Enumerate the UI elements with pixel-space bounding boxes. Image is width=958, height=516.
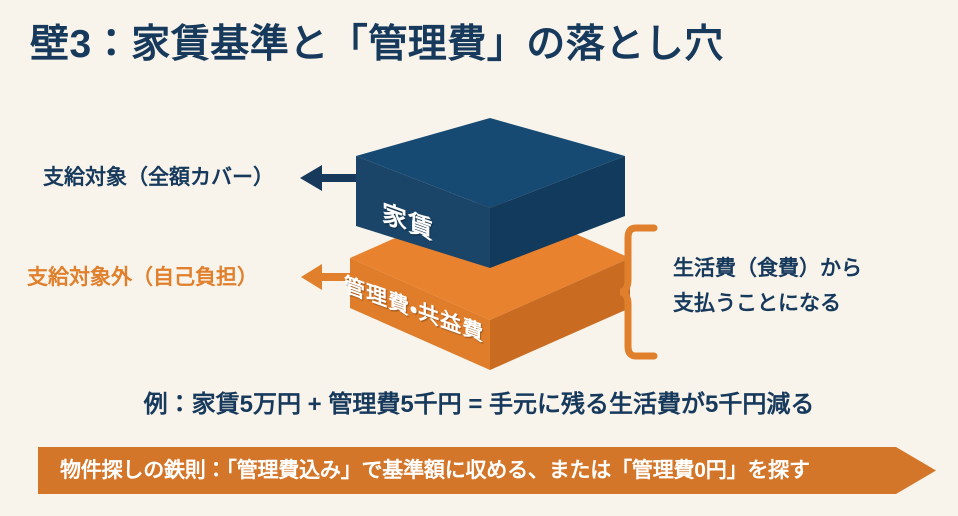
note-line-2: 支払うことになる	[673, 291, 841, 315]
arrow-head	[301, 264, 322, 290]
blocks-svg	[350, 118, 630, 370]
arrow-left-orange-icon	[301, 264, 357, 290]
example-calculation: 例：家賃5万円 + 管理費5千円 = 手元に残る生活費が5千円減る	[143, 391, 815, 418]
fee-block-left-face	[350, 258, 490, 370]
curly-brace-icon	[617, 224, 666, 360]
label-unsupported-fee: 支給対象外（自己負担）	[27, 266, 258, 289]
banner-shape	[38, 447, 936, 494]
rent-block-right-face	[490, 156, 625, 268]
note-line-1: 生活費（食費）から	[673, 257, 862, 280]
page-title: 壁3：家賃基準と「管理費」の落とし穴	[30, 23, 724, 66]
arrow-shaft	[319, 273, 357, 281]
rent-block-left-face	[356, 156, 490, 268]
stacked-blocks-diagram: 家賃 管理費・共益費	[330, 108, 640, 370]
banner-text: 物件探しの鉄則：「管理費込み」で基準額に収める、または「管理費0円」を探す	[60, 459, 810, 482]
bottom-banner-arrow: 物件探しの鉄則：「管理費込み」で基準額に収める、または「管理費0円」を探す	[38, 447, 936, 494]
living-cost-note: 生活費（食費）から 支払うことになる	[673, 252, 943, 321]
rent-block-top-face	[356, 118, 625, 208]
fee-block-right-face	[490, 258, 630, 370]
arrow-shaft	[318, 174, 362, 182]
label-supported-rent: 支給対象（全額カバー）	[43, 166, 274, 189]
arrow-left-navy-icon	[300, 165, 362, 191]
arrow-head	[300, 165, 322, 191]
